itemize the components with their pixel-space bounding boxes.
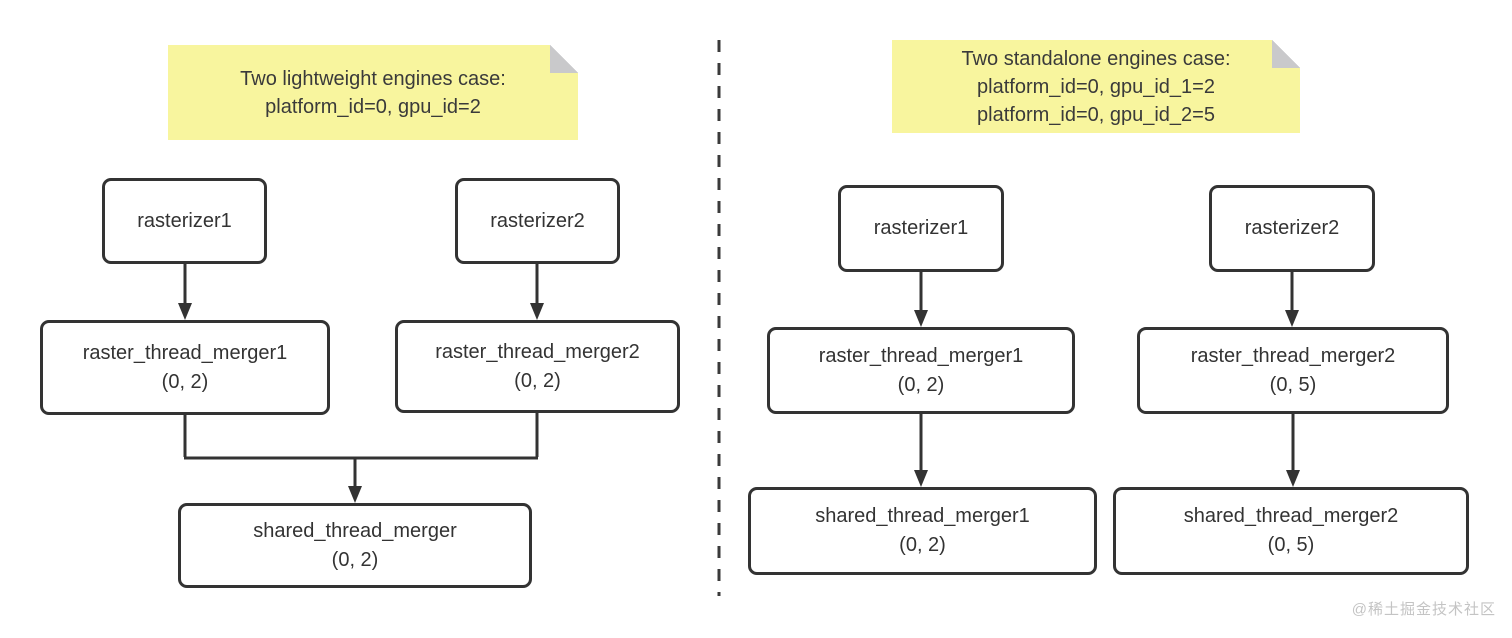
node-right-rasterizer1: rasterizer1 bbox=[838, 185, 1004, 272]
node-label: rasterizer1 bbox=[873, 217, 969, 239]
node-label: shared_thread_merger2 bbox=[1183, 505, 1399, 527]
node-sublabel: (0, 2) bbox=[897, 373, 945, 396]
node-label: raster_thread_merger2 bbox=[435, 340, 640, 363]
note-line: Two lightweight engines case: bbox=[240, 67, 506, 90]
node-left-shared-thread-merger: shared_thread_merger (0, 2) bbox=[178, 503, 532, 588]
arrow-right-rasterizer1-to-merger1 bbox=[914, 272, 928, 327]
node-label: shared_thread_merger bbox=[253, 519, 457, 542]
node-sublabel: (0, 2) bbox=[899, 534, 946, 556]
node-label: raster_thread_merger1 bbox=[82, 341, 288, 364]
node-left-rasterizer1: rasterizer1 bbox=[102, 178, 267, 264]
node-right-raster-thread-merger2: raster_thread_merger2 (0, 5) bbox=[1137, 327, 1449, 414]
sticky-note-left: Two lightweight engines case: platform_i… bbox=[168, 45, 578, 140]
note-line: Two standalone engines case: bbox=[961, 47, 1231, 70]
node-sublabel: (0, 5) bbox=[1267, 534, 1315, 556]
arrow-left-rasterizer1-to-merger1 bbox=[178, 264, 192, 320]
node-right-raster-thread-merger1: raster_thread_merger1 (0, 2) bbox=[767, 327, 1075, 414]
arrow-right-merger1-to-shared1 bbox=[914, 414, 928, 487]
node-label: shared_thread_merger1 bbox=[815, 505, 1030, 527]
arrow-right-merger2-to-shared2 bbox=[1286, 414, 1300, 487]
node-label: raster_thread_merger1 bbox=[818, 344, 1024, 367]
watermark: @稀土掘金技术社区 bbox=[1351, 601, 1496, 618]
node-label: rasterizer1 bbox=[137, 209, 232, 232]
note-line: platform_id=0, gpu_id_2=5 bbox=[977, 103, 1215, 126]
node-sublabel: (0, 2) bbox=[514, 369, 561, 392]
node-sublabel: (0, 2) bbox=[331, 548, 379, 571]
node-right-rasterizer2: rasterizer2 bbox=[1209, 185, 1375, 272]
node-label: rasterizer2 bbox=[490, 209, 585, 232]
node-right-shared-thread-merger1: shared_thread_merger1 (0, 2) bbox=[748, 487, 1097, 575]
arrow-right-rasterizer2-to-merger2 bbox=[1285, 272, 1299, 327]
node-label: rasterizer2 bbox=[1244, 217, 1340, 239]
node-left-rasterizer2: rasterizer2 bbox=[455, 178, 620, 264]
connector-left-mergers-to-shared bbox=[183, 413, 539, 503]
note-line: platform_id=0, gpu_id=2 bbox=[265, 95, 481, 118]
arrow-left-rasterizer2-to-merger2 bbox=[530, 264, 544, 320]
node-right-shared-thread-merger2: shared_thread_merger2 (0, 5) bbox=[1113, 487, 1469, 575]
node-sublabel: (0, 5) bbox=[1269, 373, 1317, 396]
node-left-raster-thread-merger1: raster_thread_merger1 (0, 2) bbox=[40, 320, 330, 415]
node-left-raster-thread-merger2: raster_thread_merger2 (0, 2) bbox=[395, 320, 680, 413]
node-sublabel: (0, 2) bbox=[161, 370, 209, 393]
note-line: platform_id=0, gpu_id_1=2 bbox=[977, 75, 1215, 98]
node-label: raster_thread_merger2 bbox=[1190, 344, 1396, 367]
sticky-note-right: Two standalone engines case: platform_id… bbox=[892, 40, 1300, 133]
